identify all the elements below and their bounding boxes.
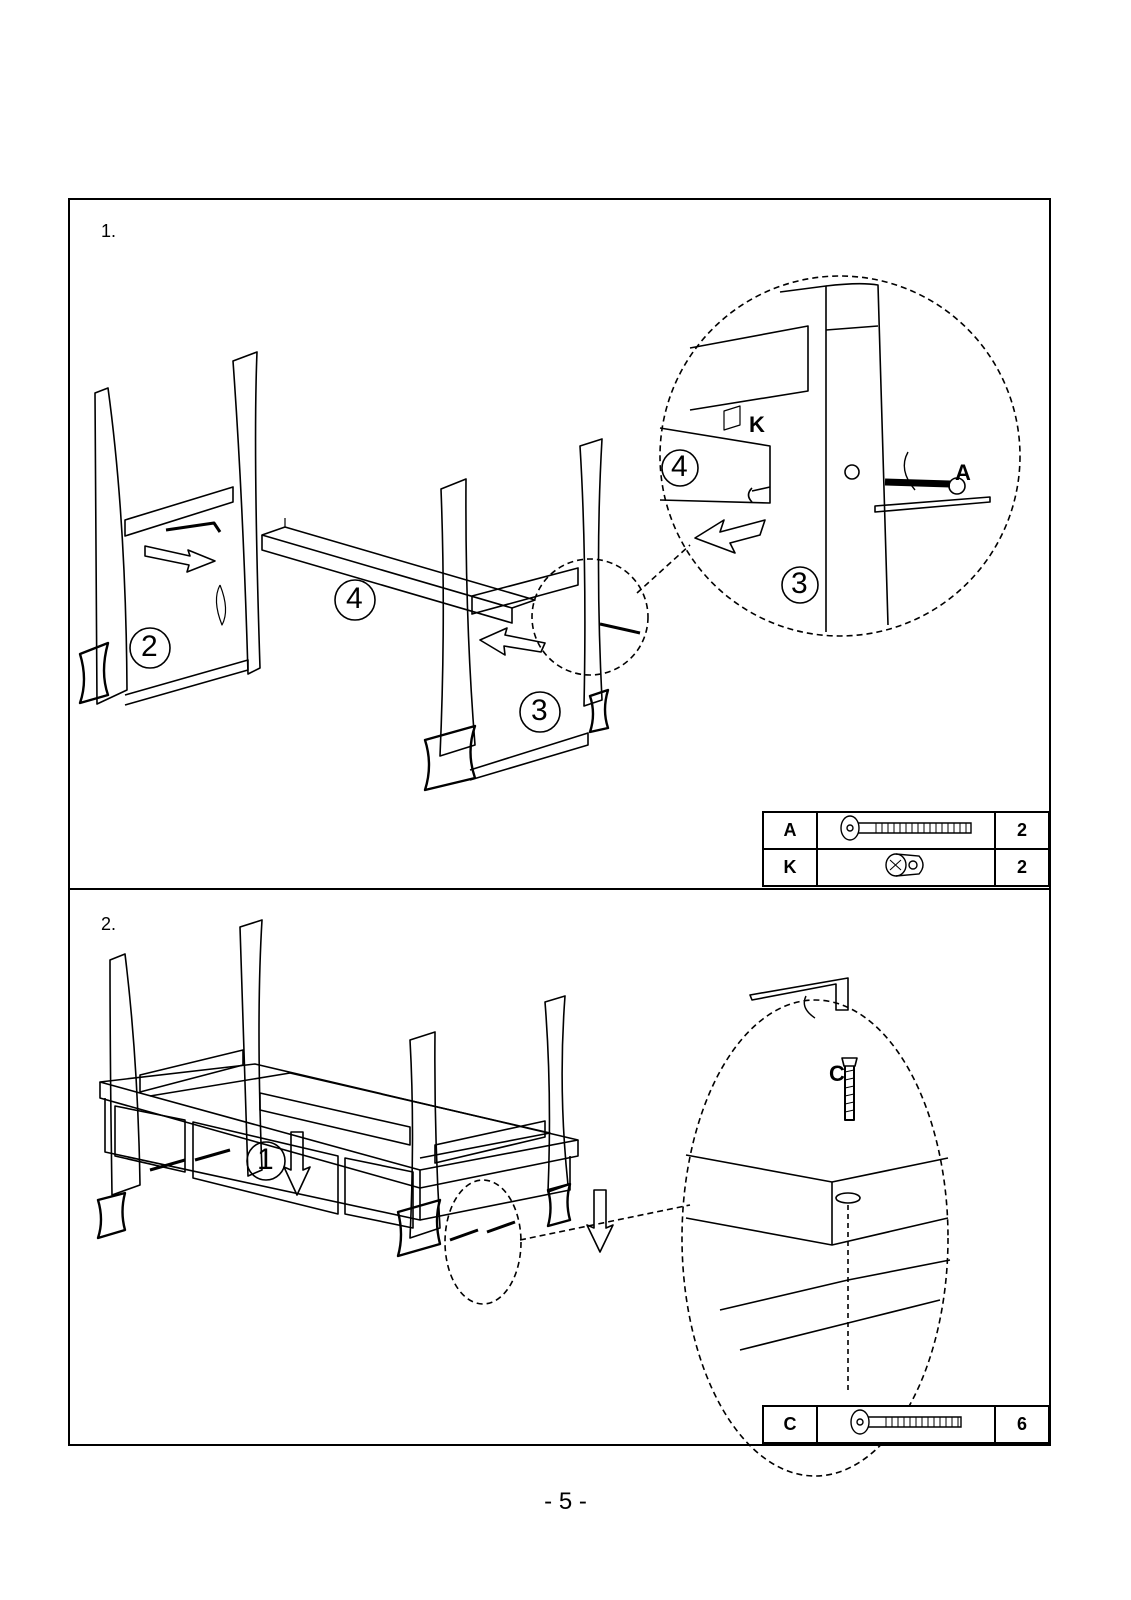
bolt-icon — [817, 812, 995, 849]
detail-callout-4: 4 — [671, 450, 688, 484]
part-code: A — [763, 812, 817, 849]
callout-2: 2 — [141, 630, 158, 664]
table-row: C 6 — [763, 1406, 1049, 1443]
parts-table-step-1: A 2 K 2 — [762, 811, 1050, 887]
callout-3: 3 — [531, 694, 548, 728]
step-divider — [68, 888, 1051, 890]
part-code: K — [763, 849, 817, 886]
part-qty: 6 — [995, 1406, 1049, 1443]
table-row: A 2 — [763, 812, 1049, 849]
step-2-label: 2. — [101, 914, 116, 935]
part-c-label: C — [829, 1061, 845, 1087]
part-code: C — [763, 1406, 817, 1443]
part-a-label: A — [955, 460, 971, 486]
barrel-nut-icon — [817, 849, 995, 886]
bolt-icon — [817, 1406, 995, 1443]
detail-callout-3: 3 — [791, 567, 808, 601]
callout-1: 1 — [257, 1143, 274, 1177]
table-row: K 2 — [763, 849, 1049, 886]
parts-table-step-2: C 6 — [762, 1405, 1050, 1444]
part-qty: 2 — [995, 812, 1049, 849]
part-qty: 2 — [995, 849, 1049, 886]
part-k-label: K — [749, 412, 765, 438]
page-number: - 5 - — [0, 1488, 1131, 1516]
step-1-label: 1. — [101, 221, 116, 242]
callout-4: 4 — [346, 582, 363, 616]
